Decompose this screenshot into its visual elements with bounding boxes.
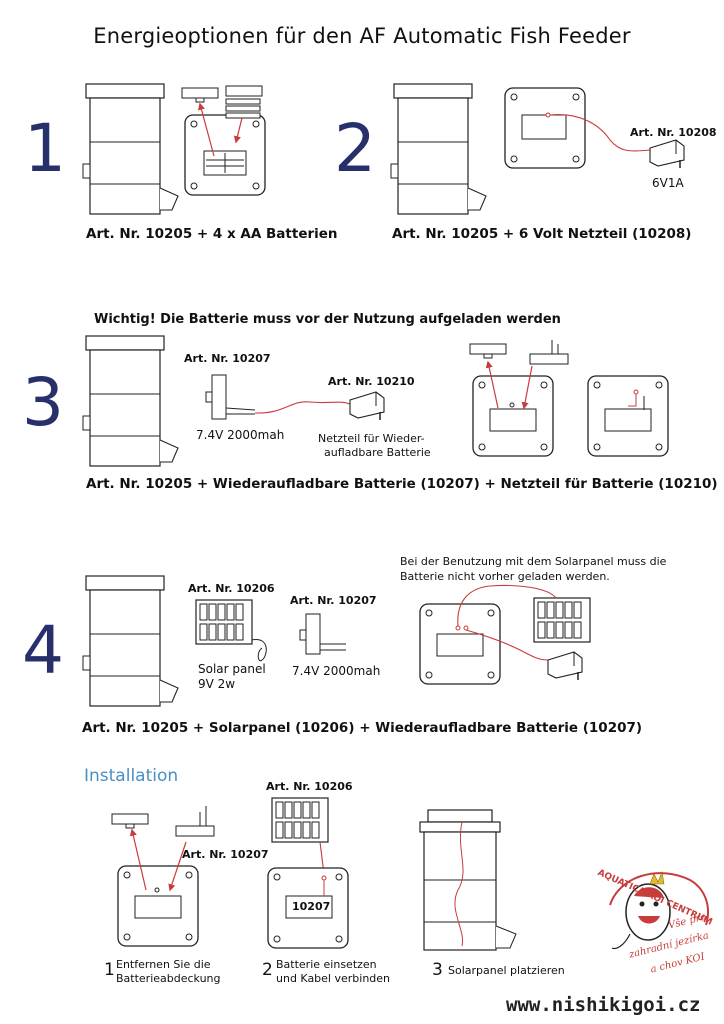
aquatica-koi-logo: [609, 870, 709, 950]
plate-2: [504, 87, 586, 169]
feeder-3: [82, 335, 179, 467]
rechargeable-battery-3: [205, 374, 227, 420]
website-link[interactable]: www.nishikigoi.cz: [506, 994, 701, 1016]
note-section-3: Wichtig! Die Batterie muss vor der Nutzu…: [94, 312, 561, 327]
install-step1-cover: [111, 813, 149, 829]
plate-3b: [587, 375, 669, 457]
step-line2: und Kabel verbinden: [276, 972, 391, 985]
adapter-spec: 6V1A: [652, 176, 684, 190]
installation-heading: Installation: [84, 766, 179, 786]
charger-10210: [349, 391, 385, 421]
caption-section-3: Art. Nr. 10205 + Wiederaufladbare Batter…: [86, 476, 718, 492]
step-number: 3: [432, 960, 443, 980]
solar-panel-10206: [195, 599, 253, 645]
install-battery-art-number: Art. Nr. 10207: [182, 848, 269, 861]
feeder-4: [82, 575, 179, 707]
step-number: 2: [262, 960, 273, 980]
install-solar-art-number: Art. Nr. 10206: [266, 780, 353, 793]
install-step2-plate: [267, 867, 349, 949]
battery-art-number-4: Art. Nr. 10207: [290, 594, 377, 607]
feeder-1: [82, 83, 179, 215]
adapter-art-number: Art. Nr. 10208: [630, 126, 717, 139]
aa-batteries-1: [181, 85, 263, 119]
page-title: Energieoptionen für den AF Automatic Fis…: [93, 24, 631, 48]
battery-art-number-3: Art. Nr. 10207: [184, 352, 271, 365]
section-number-2: 2: [334, 110, 376, 187]
install-step1-battery: [175, 806, 215, 837]
battery-pack-3: [529, 340, 569, 365]
feeder-2: [390, 83, 487, 215]
step-line1: Batterie einsetzen: [276, 958, 377, 971]
solar-label-line1: Solar panel: [198, 662, 266, 676]
charger-label-line2: aufladbare Batterie: [324, 446, 431, 459]
adapter-4: [547, 651, 583, 681]
charger-art-number: Art. Nr. 10210: [328, 375, 415, 388]
install-step1-plate: [117, 865, 199, 947]
battery-spec-3: 7.4V 2000mah: [196, 428, 285, 442]
battery-plate-1: [184, 114, 266, 196]
install-step2-solar: [271, 797, 329, 843]
step-line1: Entfernen Sie die: [116, 958, 211, 971]
solar-note-line2: Batterie nicht vorher geladen werden.: [400, 570, 610, 583]
solar-label-line2: 9V 2w: [198, 677, 236, 691]
adapter-10208: [649, 139, 685, 169]
section-number-4: 4: [22, 612, 64, 689]
plate-3a: [472, 375, 554, 457]
section-number-1: 1: [24, 110, 66, 187]
install-battery-tag: 10207: [292, 900, 331, 913]
solar-note-line1: Bei der Benutzung mit dem Solarpanel mus…: [400, 555, 667, 568]
charger-label-line1: Netzteil für Wieder-: [318, 432, 425, 445]
step-line1: Solarpanel platzieren: [448, 964, 565, 977]
battery-cover-3: [469, 343, 507, 359]
step-number: 1: [104, 960, 115, 980]
solar-art-number-4: Art. Nr. 10206: [188, 582, 275, 595]
plate-4: [419, 603, 501, 685]
step-line2: Batterieabdeckung: [116, 972, 221, 985]
rechargeable-battery-4: [299, 613, 321, 655]
battery-spec-4: 7.4V 2000mah: [292, 664, 381, 678]
install-step3-feeder: [419, 809, 517, 951]
caption-section-4: Art. Nr. 10205 + Solarpanel (10206) + Wi…: [82, 720, 643, 736]
solar-panel-4: [533, 597, 591, 643]
caption-section-1: Art. Nr. 10205 + 4 x AA Batterien: [86, 226, 338, 242]
caption-section-2: Art. Nr. 10205 + 6 Volt Netzteil (10208): [392, 226, 692, 242]
section-number-3: 3: [22, 364, 64, 441]
